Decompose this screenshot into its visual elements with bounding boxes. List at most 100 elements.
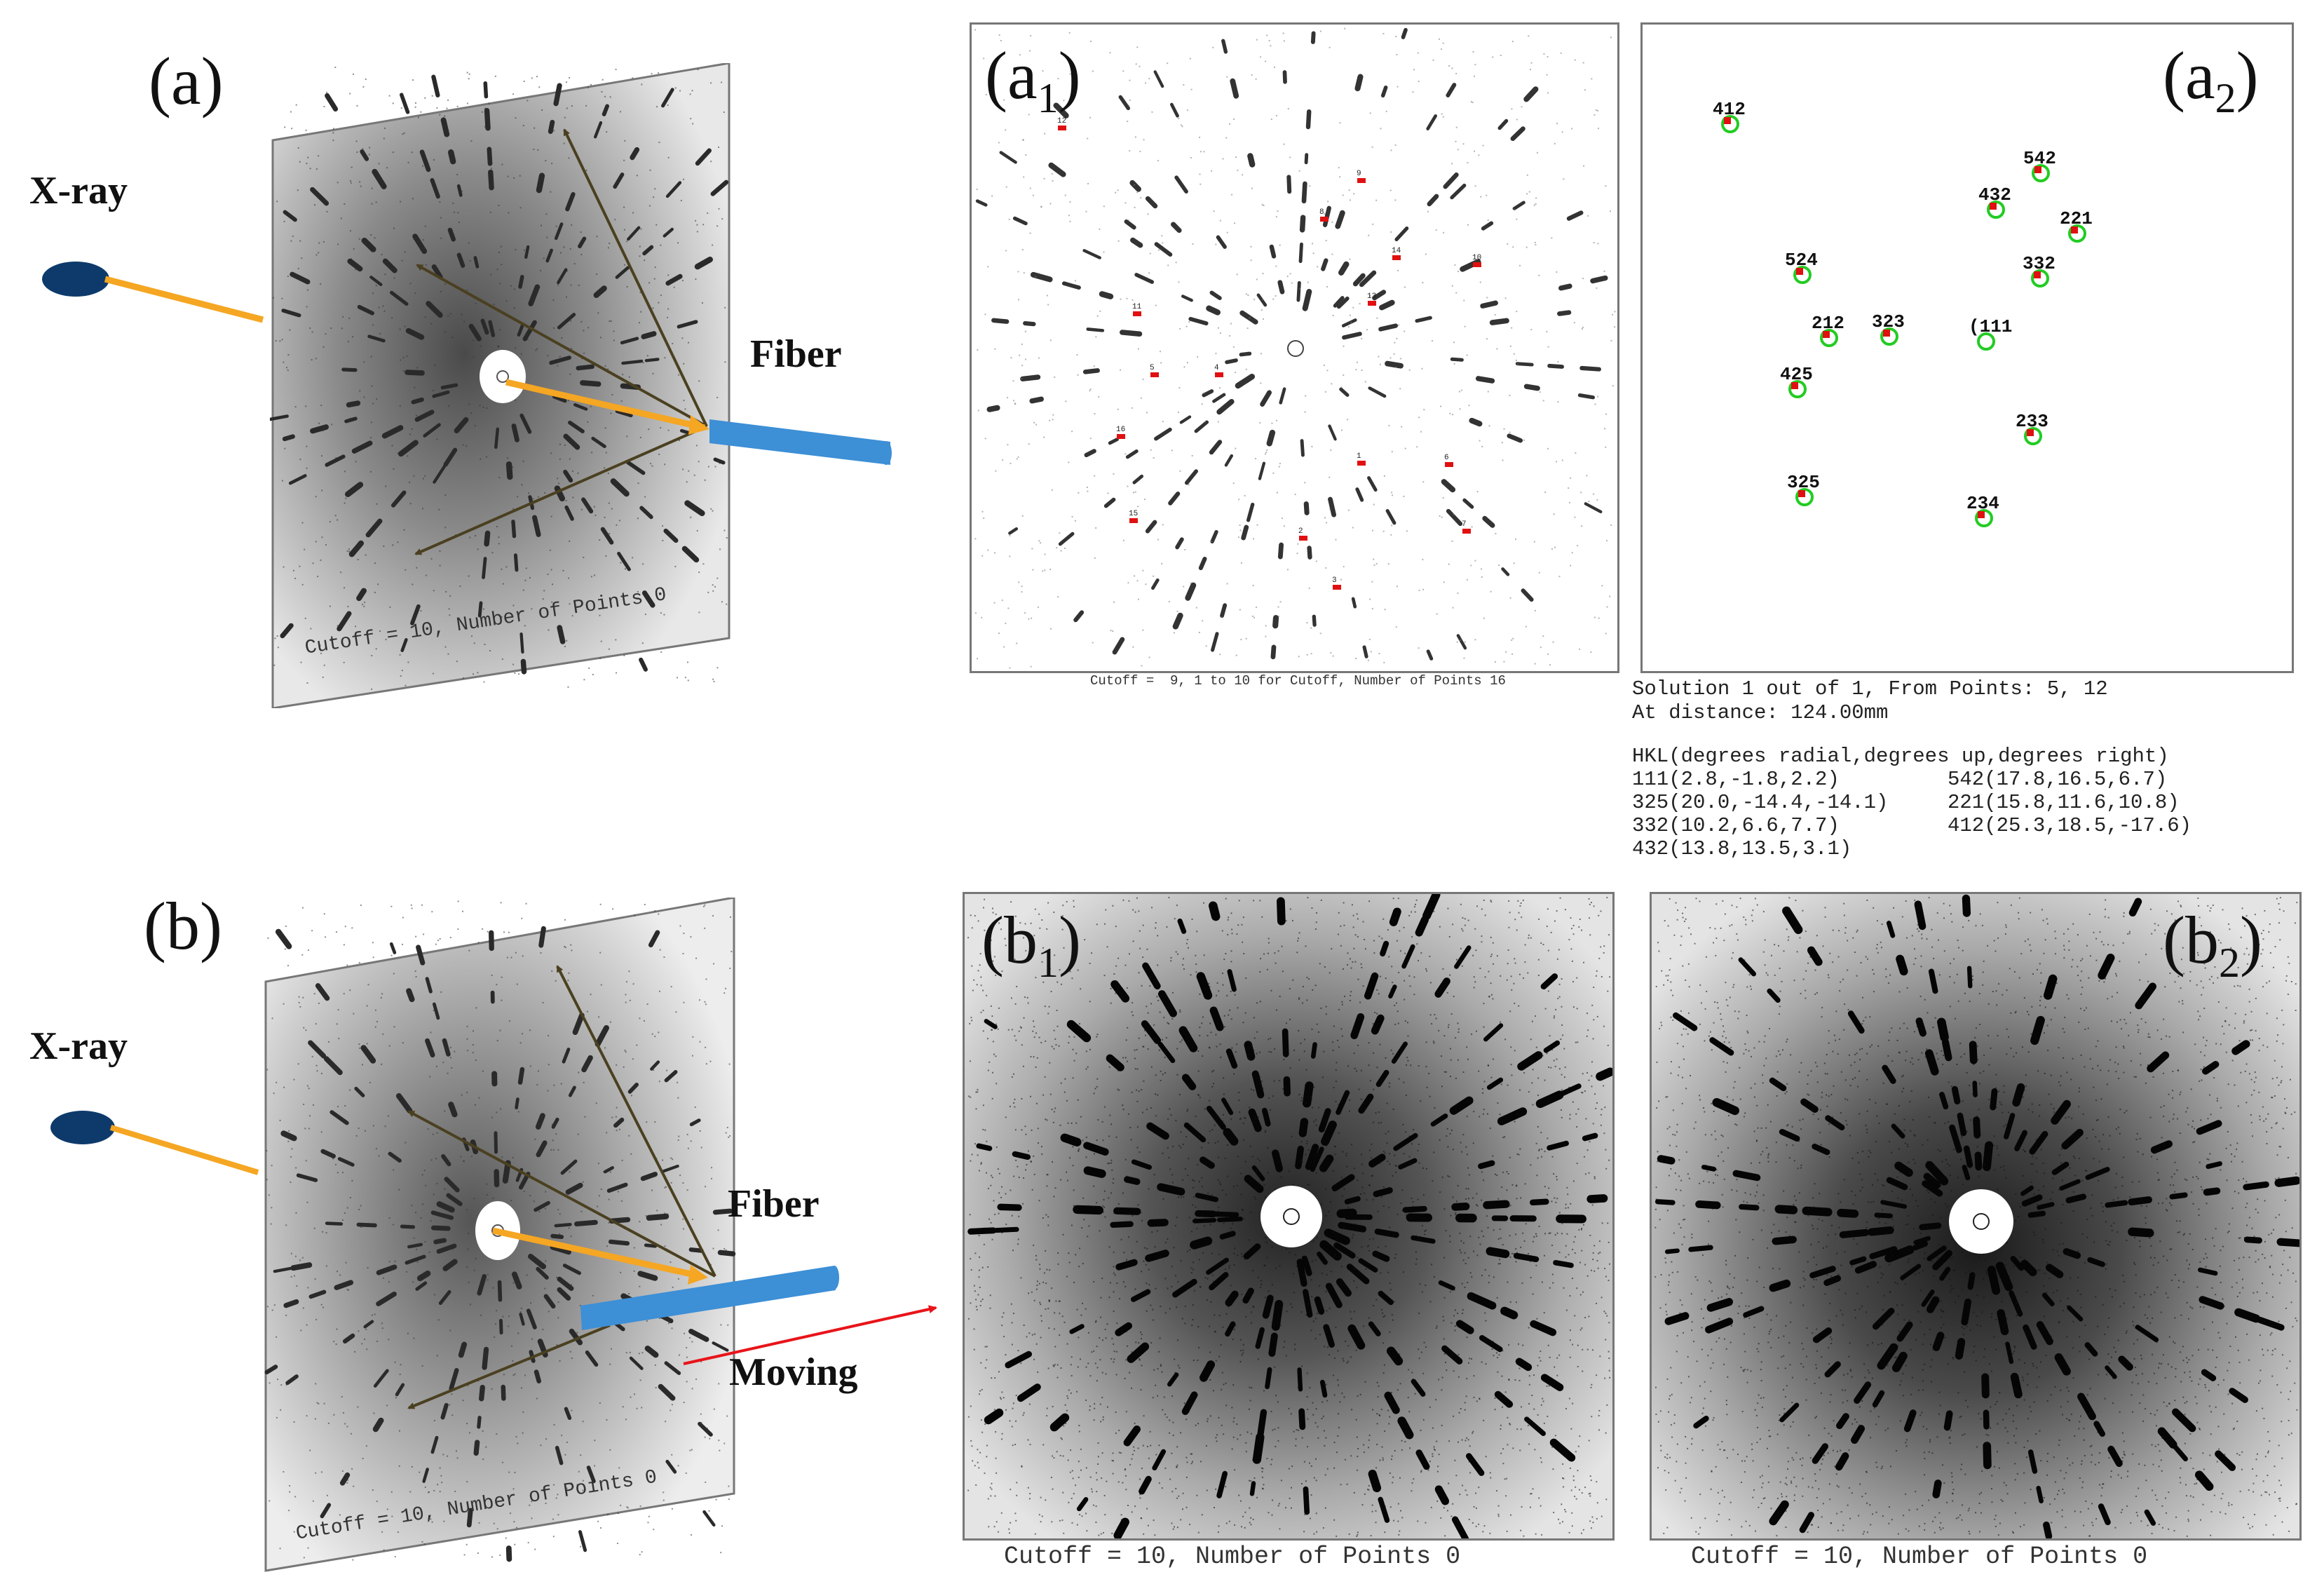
diffraction-spot	[2128, 1196, 2152, 1206]
panel-label-b2: (b2)	[2163, 902, 2262, 987]
diffraction-spot	[473, 256, 480, 269]
xray-label-a: X-ray	[29, 169, 128, 212]
diffraction-spot	[323, 1056, 343, 1076]
diffraction-spot	[1209, 901, 1221, 921]
diffraction-spot	[1877, 1343, 1898, 1370]
panel-label-b1: (b1)	[981, 902, 1081, 987]
diffraction-spot	[1919, 1222, 1942, 1231]
diffraction-spot	[1415, 316, 1432, 323]
diffraction-spot	[1129, 180, 1141, 192]
diffraction-spot	[617, 551, 631, 571]
diffraction-spot	[1210, 529, 1218, 544]
diffraction-spot	[630, 147, 640, 161]
diffraction-spot	[505, 461, 513, 480]
diffraction-spot	[2036, 1321, 2053, 1346]
diffraction-spot	[1153, 70, 1164, 88]
diffraction-spot	[347, 258, 363, 272]
diffraction-spot	[1257, 1409, 1268, 1437]
diffraction-spot	[1434, 1485, 1450, 1505]
diffraction-spot	[1358, 1258, 1378, 1273]
diffraction-spot	[984, 1019, 998, 1029]
diffraction-spot	[1706, 1298, 1734, 1312]
diffraction-spot	[664, 1069, 678, 1083]
diffraction-spot	[2194, 1470, 2214, 1491]
diffraction-spot	[1479, 1334, 1503, 1353]
diffraction-spot	[1323, 1324, 1335, 1348]
measured-spot	[1883, 330, 1890, 337]
diffraction-spot	[1566, 210, 1584, 221]
diffraction-spot	[1048, 162, 1066, 177]
diffraction-spot	[717, 1250, 736, 1257]
diffraction-spot	[1939, 1092, 1949, 1110]
diffraction-spot	[644, 1345, 659, 1358]
diffraction-spot	[1317, 1251, 1328, 1265]
predicted-spot	[1788, 380, 1807, 398]
diffraction-spot	[1557, 310, 1572, 316]
diffraction-spot	[416, 945, 426, 966]
diffraction-spot	[389, 290, 409, 306]
diffraction-spot	[2201, 1369, 2217, 1381]
diffraction-spot	[984, 1408, 1004, 1425]
beam-stop	[480, 350, 526, 403]
diffraction-spot	[593, 121, 603, 139]
diffraction-spot	[515, 1097, 519, 1110]
diffraction-spot	[517, 323, 524, 337]
diffraction-spot	[308, 1040, 327, 1059]
diffraction-spot	[2274, 1176, 2299, 1187]
measured-spot	[1462, 529, 1471, 534]
predicted-spot	[1793, 266, 1812, 284]
diffraction-spot	[1248, 1108, 1262, 1132]
diffraction-spot	[1949, 1124, 1962, 1153]
diffraction-spot	[1836, 1413, 1849, 1430]
diffraction-spot	[1422, 894, 1441, 920]
diffraction-spot	[1303, 1486, 1310, 1515]
diffraction-spot	[280, 623, 294, 639]
diffraction-spot	[2020, 1185, 2034, 1196]
diffraction-spot	[436, 1243, 457, 1254]
diffraction-spot	[627, 1083, 639, 1094]
spot-number: 10	[1472, 254, 1481, 262]
diffraction-spot	[648, 930, 660, 948]
diffraction-spot	[578, 1530, 587, 1552]
diffraction-spot	[1076, 1497, 1089, 1512]
diffraction-spot	[519, 1313, 525, 1326]
diffraction-spot	[1586, 1194, 1608, 1203]
diffraction-spot	[1802, 1206, 1833, 1217]
diffraction-spot	[446, 1193, 463, 1207]
diffraction-spot	[1596, 1067, 1612, 1081]
diffraction-spot	[519, 632, 524, 654]
panel-label-a2: (a2)	[2163, 38, 2259, 122]
diffraction-spot	[1939, 1266, 1951, 1281]
diffraction-spot	[608, 1239, 630, 1246]
hkl-row: 325(20.0,-14.4,-14.1)221(15.8,11.6,10.8)	[1632, 791, 2180, 814]
diffraction-spot	[1321, 1121, 1337, 1146]
diffraction-spot	[443, 447, 458, 467]
diffraction-spot	[1251, 1165, 1265, 1182]
spot-number: 5	[1150, 364, 1155, 372]
diffraction-spot	[1258, 461, 1266, 480]
diffraction-spots	[974, 27, 1616, 669]
diffraction-spot	[1896, 1321, 1913, 1342]
diffraction-spot	[1812, 1327, 1833, 1343]
diffraction-spot	[1368, 386, 1387, 398]
diffraction-spot	[662, 1164, 679, 1173]
measured-spot	[1150, 372, 1159, 377]
diffraction-spots	[967, 894, 1612, 1538]
diffraction-spots	[1654, 894, 2299, 1538]
diffraction-spot	[473, 1440, 480, 1456]
diffraction-spot	[1743, 1306, 1765, 1318]
diffraction-spot	[1426, 114, 1438, 130]
diffraction-spot	[1974, 1151, 1983, 1171]
diffraction-spot	[1132, 474, 1144, 485]
diffraction-spot	[1167, 1372, 1179, 1387]
diffraction-spot	[425, 1038, 435, 1058]
diffraction-spot	[1300, 439, 1305, 457]
distance-text: At distance: 124.00mm	[1632, 701, 1889, 724]
hkl-table: 111(2.8,-1.8,2.2)542(17.8,16.5,6.7) 325(…	[1632, 768, 2263, 860]
diffraction-spot	[520, 658, 527, 675]
diffraction-spot	[1547, 1140, 1569, 1151]
diffraction-spot	[1903, 1409, 1917, 1433]
diffraction-spot	[1374, 1228, 1399, 1238]
diffraction-spot	[1397, 1416, 1414, 1440]
diffraction-spot	[1154, 242, 1173, 257]
